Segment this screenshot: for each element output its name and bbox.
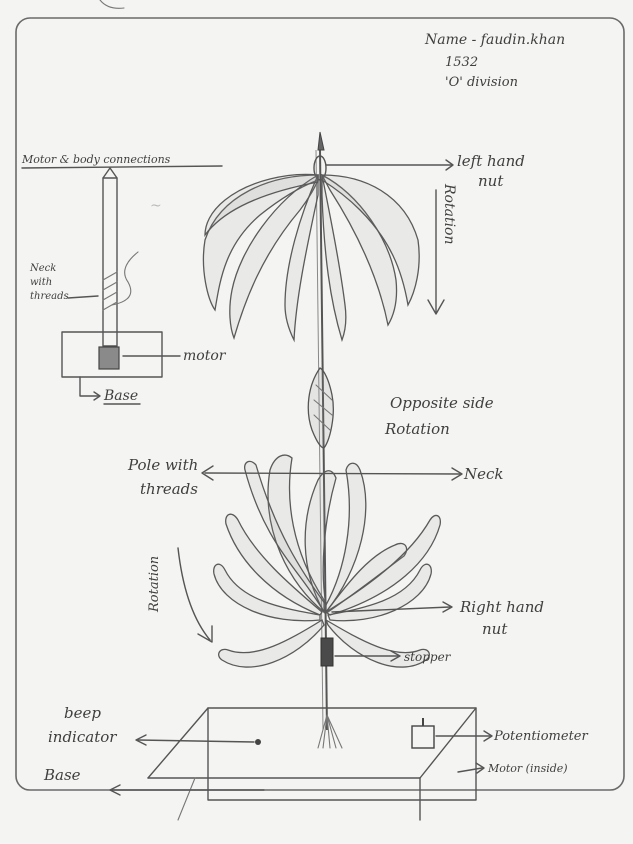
central-pole <box>319 149 328 731</box>
inset-heading: Motor & body connections <box>21 153 171 166</box>
stopper-block <box>320 637 334 667</box>
motor-inside-label: Motor (inside) <box>487 762 568 775</box>
inset-motor-annotation: motor <box>122 348 227 364</box>
rotation-bottom-annotation: Rotation <box>147 547 213 643</box>
ghost-mark: ~ <box>150 198 162 214</box>
page-border <box>15 17 625 791</box>
author-roll: 1532 <box>445 55 478 70</box>
stopper-annotation: stopper <box>334 650 452 664</box>
central-pole-shade <box>315 149 324 731</box>
author-division: 'O' division <box>445 75 518 90</box>
neck-label: Neck <box>463 465 504 483</box>
inset-motor-block <box>98 346 120 370</box>
potentiometer-annotation: Potentiometer <box>435 729 588 744</box>
pole-neck-arrows <box>201 465 463 481</box>
rotation-bottom-label: Rotation <box>147 556 162 613</box>
pole-tip <box>313 131 327 181</box>
potentiometer-box <box>411 725 435 749</box>
base-box <box>147 707 477 821</box>
top-tab-mark <box>99 0 125 9</box>
middle-neck-bead <box>307 367 334 449</box>
inset-base-label: Base <box>103 388 138 404</box>
rotation-top-annotation: Rotation <box>427 183 457 315</box>
inset-neck-rod <box>102 167 118 347</box>
motor-inside-annotation: Motor (inside) <box>457 762 568 775</box>
base-label: Base <box>43 766 81 784</box>
inset-base-box <box>61 331 163 378</box>
inset-motor-label: motor <box>183 348 227 364</box>
upper-rotor <box>202 173 420 343</box>
author-name: Name - faudin.khan <box>424 32 565 48</box>
base-annotation: Base <box>43 766 265 796</box>
inset-neck-curl <box>111 251 139 306</box>
lower-rotor <box>213 454 441 668</box>
pole-roots <box>317 714 343 749</box>
inset-heading-underline <box>21 165 223 169</box>
stopper-label: stopper <box>404 650 452 664</box>
inset-thread-marks <box>102 271 118 311</box>
potentiometer-label: Potentiometer <box>493 729 588 744</box>
rotation-top-label: Rotation <box>441 183 457 245</box>
beep-indicator-dot <box>255 739 261 745</box>
inset-base-annotation: Base <box>79 376 141 405</box>
